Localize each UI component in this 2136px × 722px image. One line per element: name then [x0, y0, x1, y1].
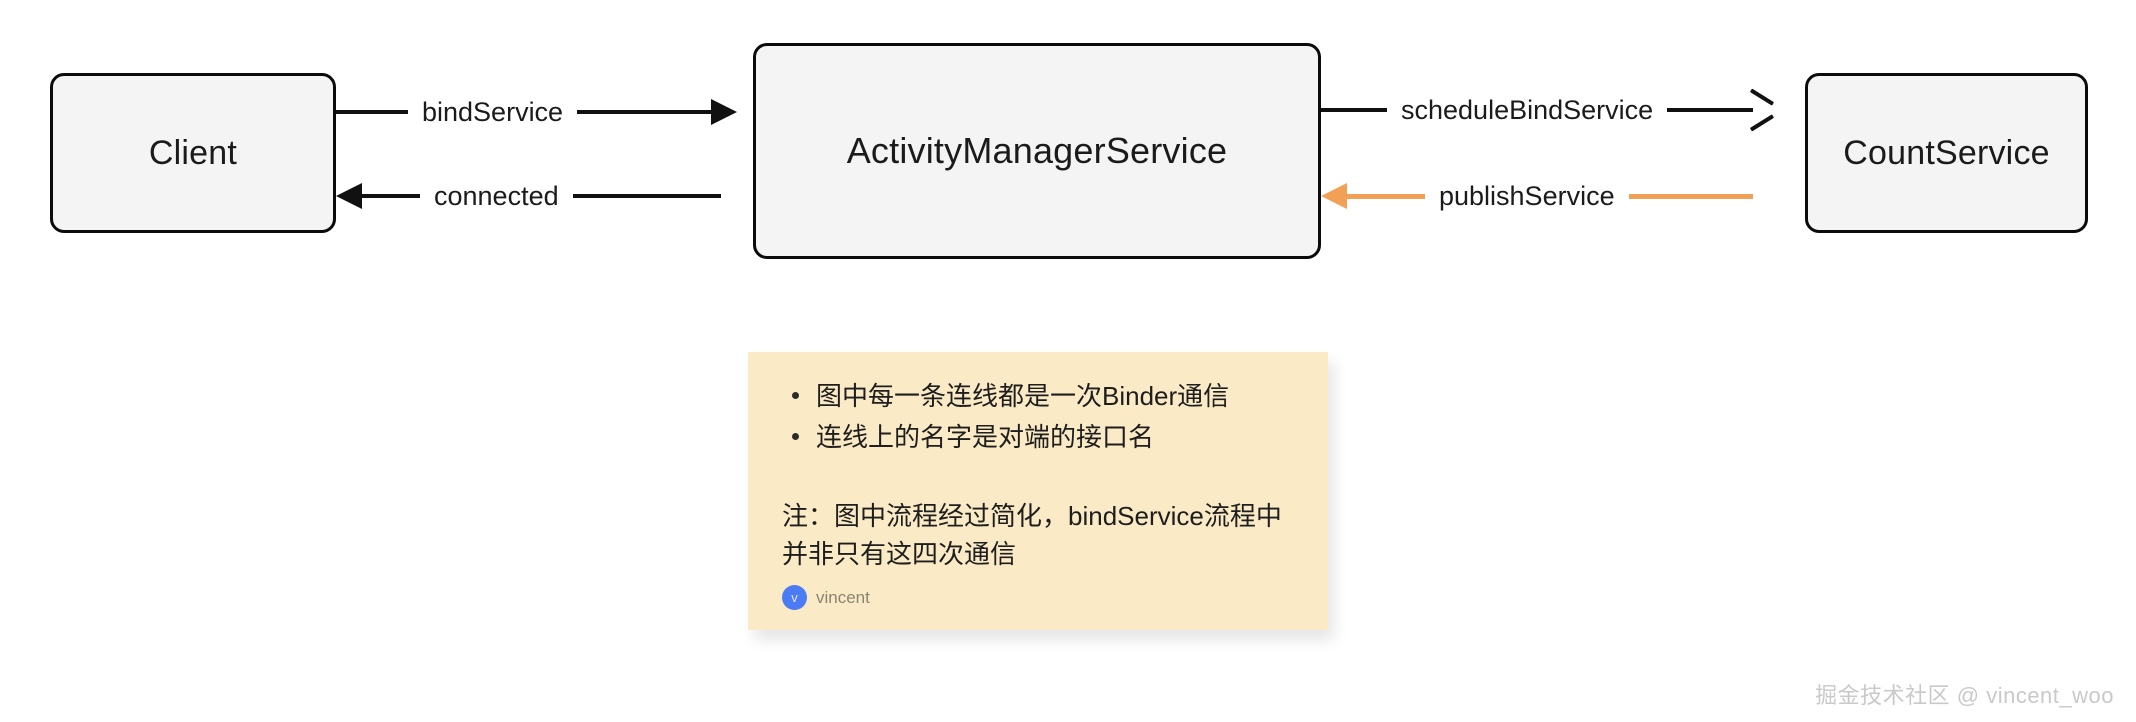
note-author-name: vincent	[816, 587, 870, 607]
annotation-note: 图中每一条连线都是一次Binder通信 连线上的名字是对端的接口名 注：图中流程…	[748, 352, 1328, 630]
edge-connected-line-right	[572, 194, 721, 198]
arrowhead-right-icon	[711, 99, 738, 125]
edge-schedulebindservice-label: scheduleBindService	[1401, 94, 1654, 125]
node-client-label: Client	[148, 133, 238, 172]
note-bullet-item: 连线上的名字是对端的接口名	[782, 419, 1294, 456]
edge-bindservice[interactable]: bindService	[336, 92, 738, 132]
edge-schedulebindservice[interactable]: scheduleBindService	[1321, 90, 1773, 130]
node-activitymanagerservice[interactable]: ActivityManagerService	[753, 43, 1321, 259]
watermark: 掘金技术社区 @ vincent_woo	[1815, 683, 2114, 708]
edge-connected[interactable]: connected	[336, 176, 721, 216]
edge-bindservice-line-left	[336, 110, 408, 114]
edge-schedulebindservice-line-left	[1321, 108, 1387, 112]
arrowhead-left-icon	[336, 183, 362, 209]
avatar: v	[782, 585, 807, 610]
node-countservice-label: CountService	[1843, 133, 2050, 172]
edge-bindservice-label: bindService	[422, 96, 564, 127]
edge-connected-label: connected	[434, 180, 559, 211]
note-paragraph: 注：图中流程经过简化，bindService流程中并非只有这四次通信	[782, 500, 1282, 569]
note-bullet-item: 图中每一条连线都是一次Binder通信	[782, 378, 1294, 415]
arrowhead-left-orange-icon	[1321, 183, 1347, 209]
node-activitymanagerservice-label: ActivityManagerService	[846, 130, 1228, 171]
edge-publishservice-line-right	[1628, 193, 1753, 199]
note-bullet-list: 图中每一条连线都是一次Binder通信 连线上的名字是对端的接口名	[782, 378, 1294, 456]
edge-publishservice-line-left	[1345, 193, 1425, 199]
note-signature: v vincent	[782, 585, 870, 610]
edge-publishservice-label: publishService	[1439, 180, 1615, 211]
edge-connected-line-left	[360, 194, 420, 198]
arrowhead-right-open-icon	[1747, 97, 1773, 123]
node-countservice[interactable]: CountService	[1805, 73, 2088, 233]
edge-schedulebindservice-line-right	[1667, 108, 1754, 112]
edge-publishservice[interactable]: publishService	[1321, 176, 1753, 216]
edge-bindservice-line-right	[577, 110, 714, 114]
node-client[interactable]: Client	[50, 73, 336, 233]
